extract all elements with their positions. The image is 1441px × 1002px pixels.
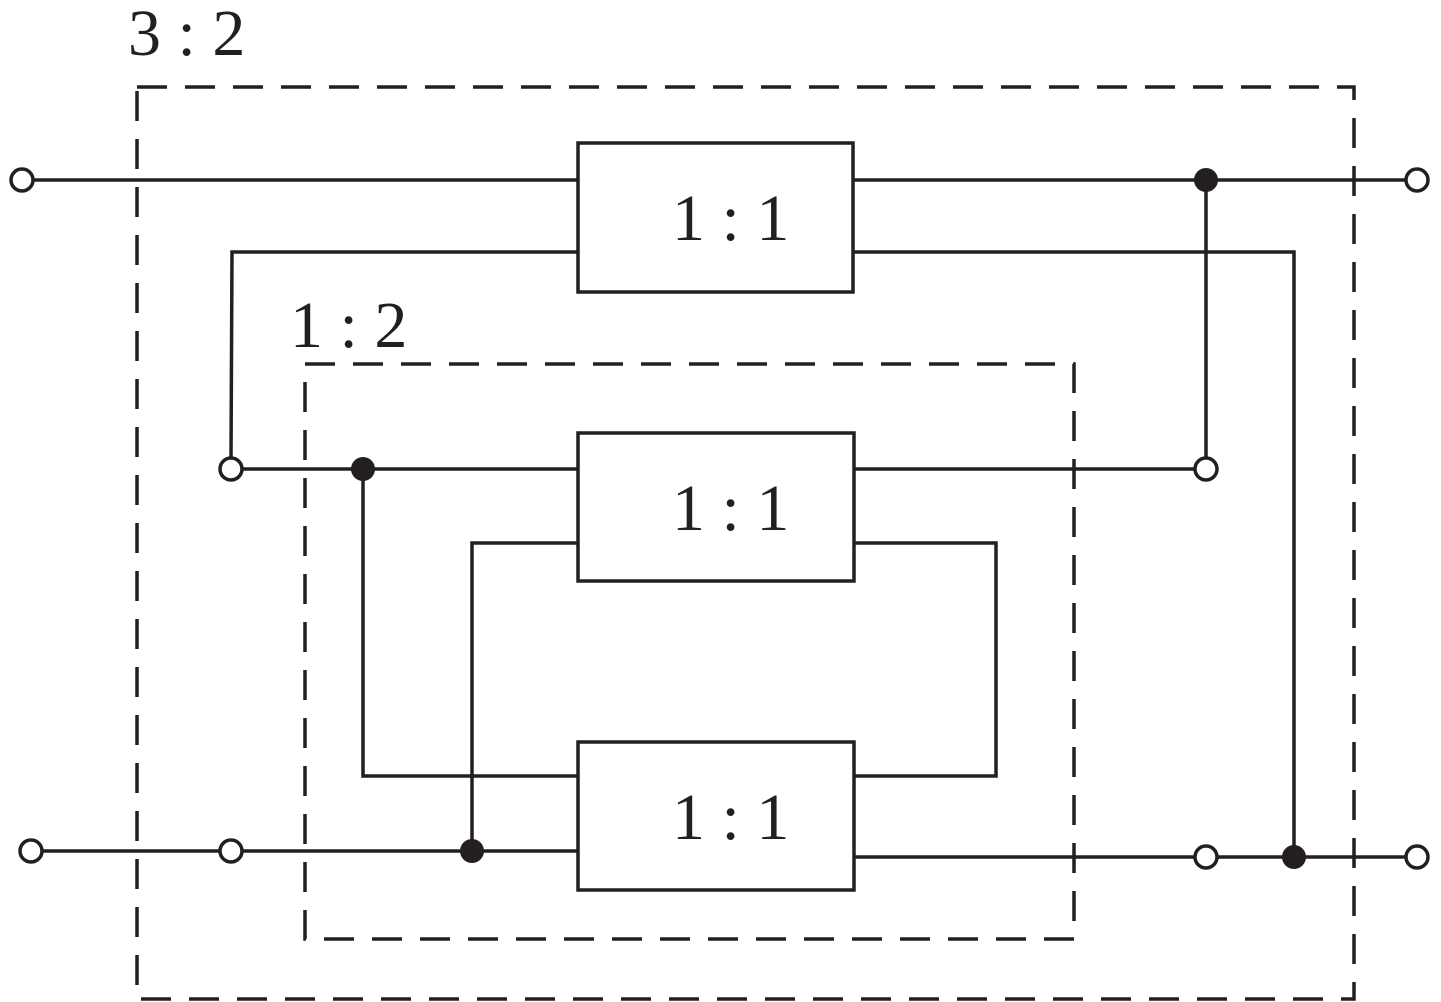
unit-bottom: 1 : 1 [576, 740, 856, 892]
wires [34, 178, 1406, 859]
junction-top-right [1194, 168, 1218, 192]
terminal-bottom-right [1404, 844, 1430, 870]
terminals [9, 167, 1430, 870]
wire-top-right-loop [853, 250, 1296, 857]
outer-group-boundary [135, 85, 1356, 1001]
inner-group-label: 1 : 2 [290, 289, 407, 362]
terminal-top-right [1404, 167, 1430, 193]
unit-bottom-box [576, 740, 856, 892]
junction-middle-left [351, 457, 375, 481]
terminal-middle-left [218, 456, 244, 482]
outer-group-label: 3 : 2 [128, 0, 245, 70]
wire-middle-left-loop [470, 541, 578, 851]
unit-top: 1 : 1 [576, 141, 855, 294]
unit-bottom-label: 1 : 1 [672, 781, 789, 854]
wire-middle-right-loop [853, 541, 998, 778]
unit-top-label: 1 : 1 [672, 182, 789, 255]
unit-middle-box [576, 431, 856, 583]
terminal-bottom-inner-left [218, 838, 244, 864]
terminal-bottom-left [18, 838, 44, 864]
unit-middle-label: 1 : 1 [672, 472, 789, 545]
terminal-bottom-inner-right [1193, 844, 1219, 870]
junction-bottom-right [1282, 845, 1306, 869]
wire-junction-to-bottom [361, 469, 578, 778]
inner-group-boundary [303, 362, 1076, 941]
terminal-top-left [9, 167, 35, 193]
terminal-middle-right [1193, 456, 1219, 482]
unit-top-box [576, 141, 855, 294]
unit-middle: 1 : 1 [576, 431, 856, 583]
junctions [351, 168, 1306, 869]
wire-top-left-loop [229, 250, 578, 460]
junction-bottom-left [460, 839, 484, 863]
